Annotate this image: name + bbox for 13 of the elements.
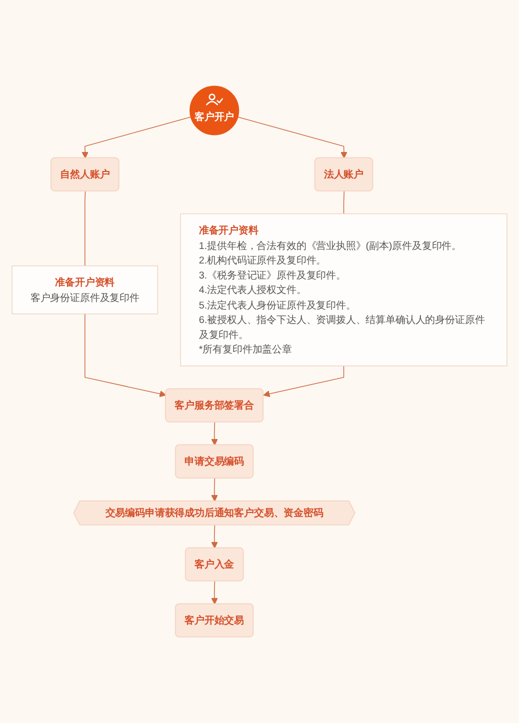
- node-circle: 客户开户: [190, 86, 240, 136]
- arrow: [211, 580, 218, 604]
- arrow: [237, 116, 348, 158]
- arrow: [84, 313, 166, 398]
- node-box: 准备开户资料 客户身份证原件及复印件: [12, 265, 158, 314]
- connector: [84, 190, 86, 266]
- arrow: [211, 478, 218, 502]
- arrow: [263, 366, 344, 398]
- arrow: [211, 524, 218, 548]
- connector: [343, 190, 344, 214]
- node-box: 准备开户资料 1.提供年检，合法有效的《营业执照》(副本)原件及复印件。 2.机构代码证原件及复印件。 3.《税务登记证》原件及复印件。 4.法定代表人授权文件。 5.法定代表人身份证原件及复印件。 6.被授权人、指令下达人、资调拨人、结算单确认人的身份证原件及复印件。 *所有复印件加盖公章: [180, 213, 508, 366]
- arrow: [82, 116, 192, 158]
- arrow: [211, 422, 218, 446]
